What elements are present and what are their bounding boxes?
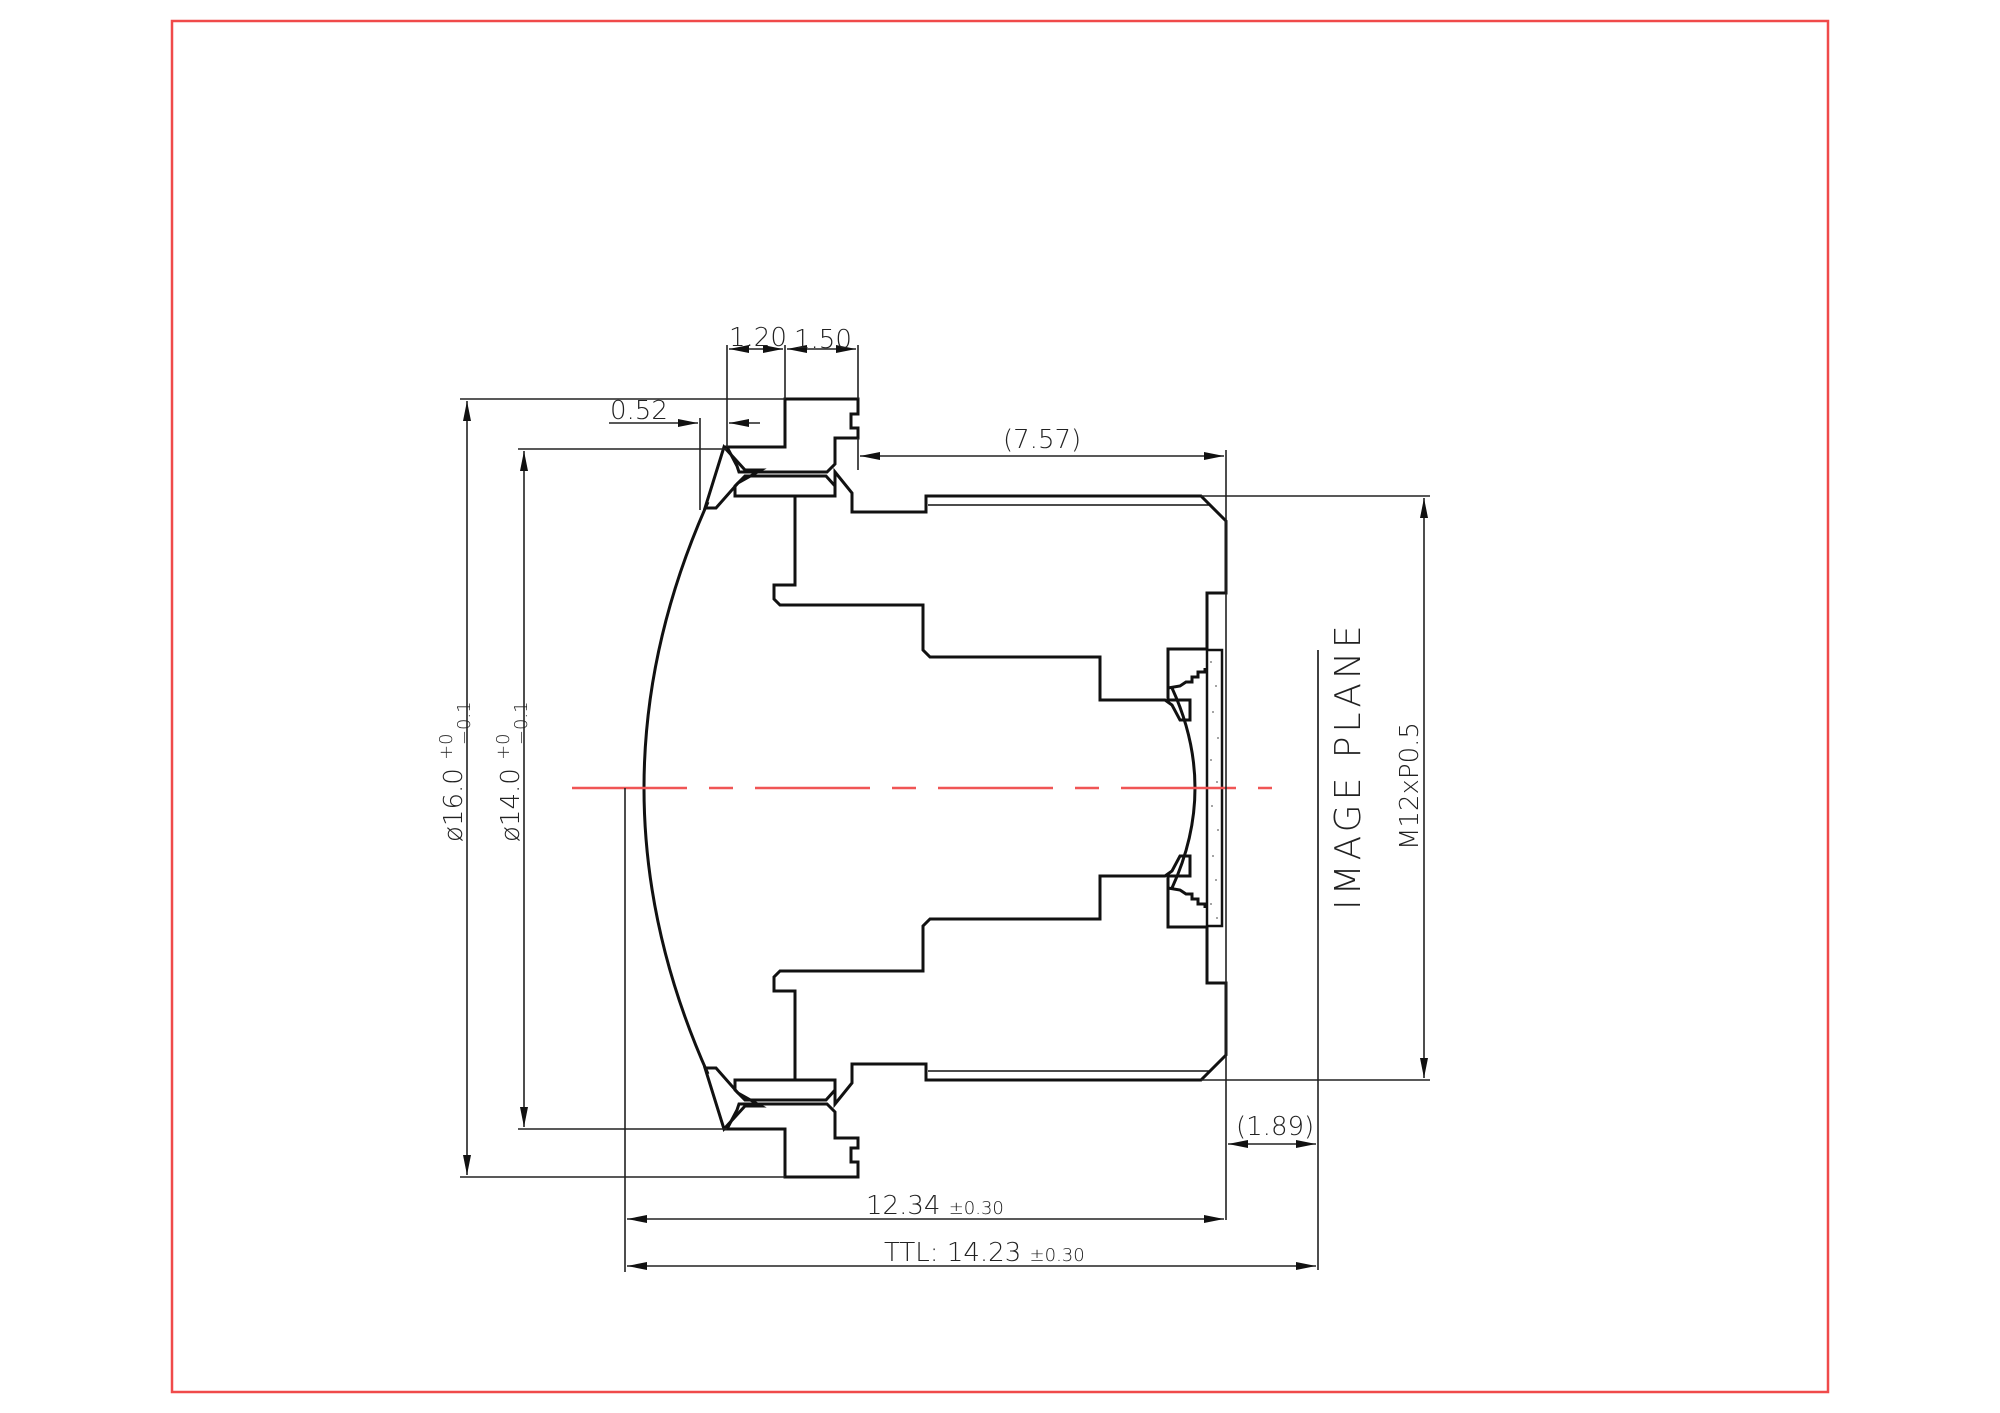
dim-diameter-16: ø16.0 +0 −0.1	[429, 398, 785, 1178]
dia14-tol-upper: +0	[493, 733, 514, 760]
rear-lens-step-upper	[1167, 668, 1207, 690]
dim-thread-m12: M12xP0.5	[1201, 495, 1430, 1081]
dia14-value: ø14.0	[496, 768, 526, 842]
barrel-body-lower	[772, 854, 1228, 1109]
image-plane-label: IMAGE PLANE	[1328, 621, 1369, 910]
spacer-ring-upper	[733, 474, 837, 498]
ir-filter-stipple	[1210, 661, 1219, 919]
dim-ttl: TTL: 14.23 ±0.30	[627, 1238, 1316, 1270]
svg-text:ø16.0 +0 −0.1: ø16.0 +0 −0.1	[429, 701, 475, 842]
ttl-prefix: TTL:	[884, 1238, 939, 1268]
dia14-tol-lower: −0.1	[511, 701, 532, 745]
svg-text:12.34 ±0.30: 12.34 ±0.30	[866, 1191, 1004, 1221]
dim-120-label: 1.20	[729, 323, 787, 353]
rear-lens-step-lower	[1167, 886, 1207, 908]
barrel-body-upper	[772, 467, 1228, 722]
svg-text:ø14.0 +0 −0.1: ø14.0 +0 −0.1	[486, 701, 532, 842]
dim-189: (1.89)	[1228, 920, 1319, 1270]
dim-120-150: 1.20 1.50	[726, 323, 859, 447]
dim-757: (7.57)	[857, 425, 1227, 1220]
spacer-ring-lower	[733, 1078, 837, 1102]
dia16-tol-lower: −0.1	[454, 701, 475, 745]
dim-1234: 12.34 ±0.30	[624, 788, 1224, 1272]
dim-1234-value: 12.34	[866, 1191, 940, 1221]
dim-1234-tol: ±0.30	[949, 1198, 1004, 1219]
dim-diameter-14: ø14.0 +0 −0.1	[486, 448, 727, 1130]
svg-text:TTL: 14.23 ±0.30: TTL: 14.23 ±0.30	[884, 1238, 1085, 1268]
dia16-tol-upper: +0	[436, 733, 457, 760]
dim-757-label: (7.57)	[1003, 425, 1081, 455]
dim-052-label: 0.52	[610, 396, 668, 426]
retainer-ring-upper	[724, 397, 860, 474]
dim-189-label: (1.89)	[1236, 1112, 1314, 1142]
barrel-upper-half	[702, 397, 1228, 722]
ttl-value: 14.23	[947, 1238, 1021, 1268]
barrel-lower-half	[702, 854, 1228, 1179]
retainer-ring-lower	[724, 1102, 860, 1179]
dim-150-label: 1.50	[794, 325, 852, 355]
dim-052: 0.52	[609, 396, 760, 510]
ttl-tol: ±0.30	[1030, 1245, 1085, 1266]
thread-label: M12xP0.5	[1395, 722, 1425, 850]
dia16-value: ø16.0	[439, 768, 469, 842]
drawing-frame	[170, 19, 1830, 1394]
